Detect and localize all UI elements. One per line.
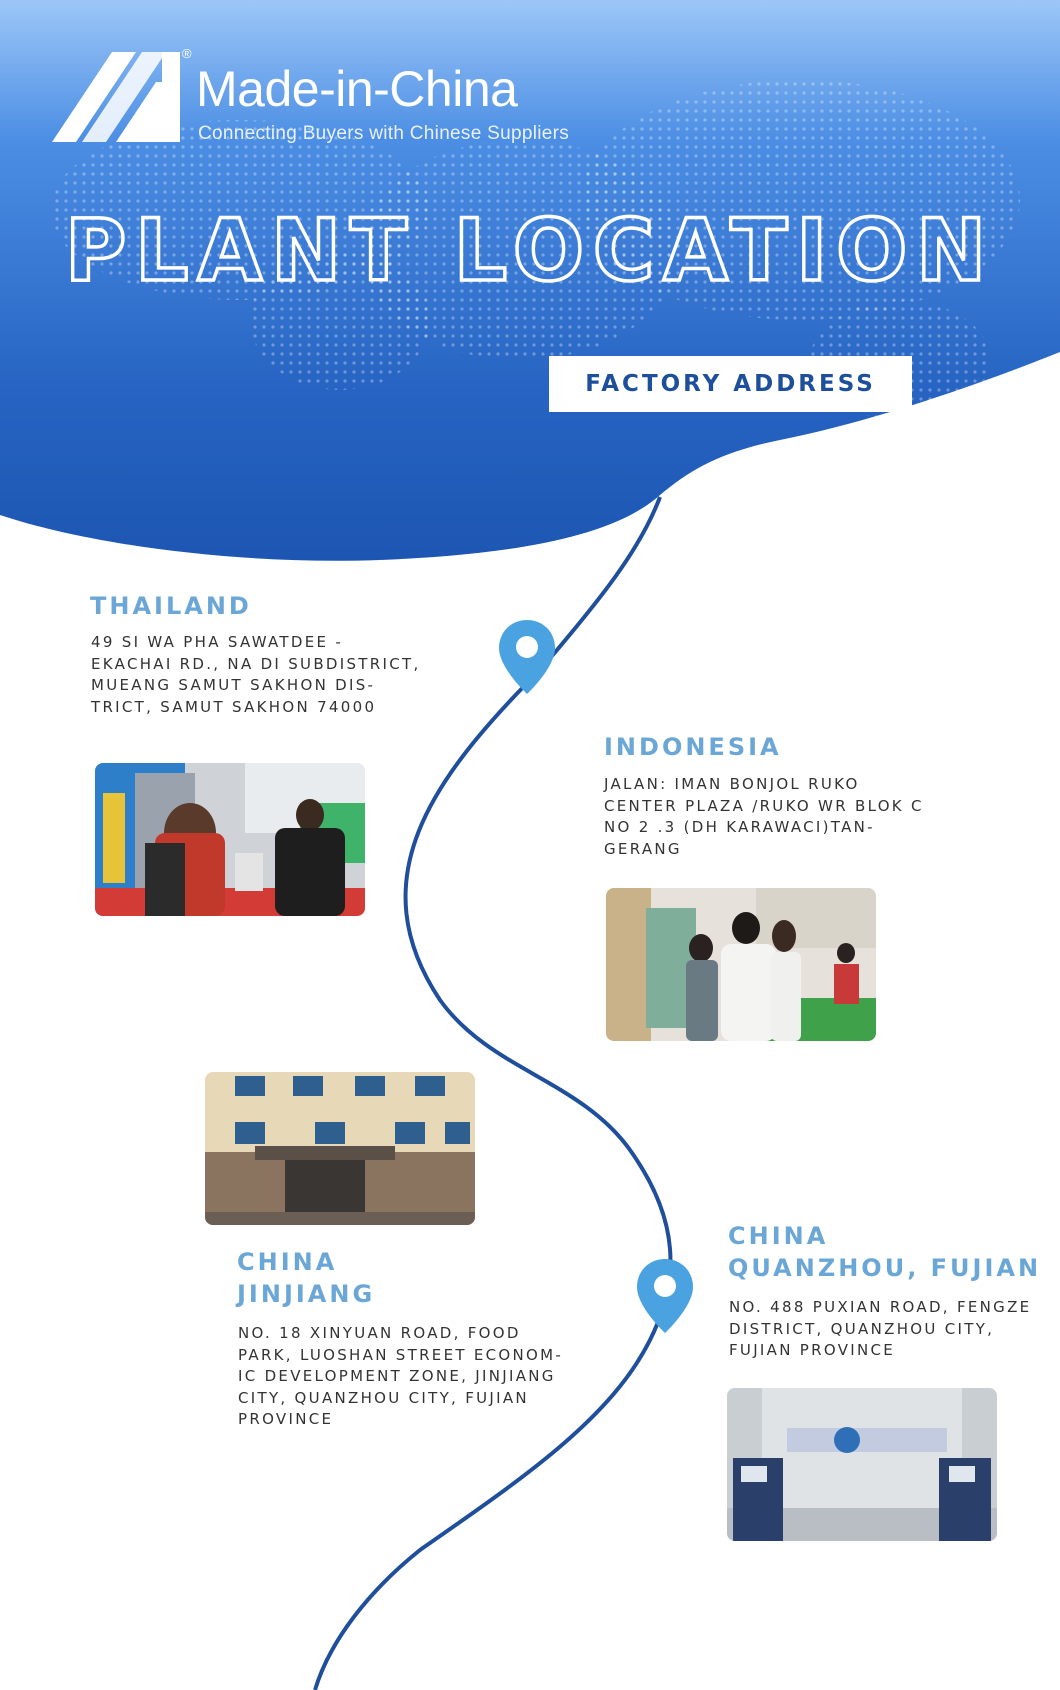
address-line: TRICT, SAMUT SAKHON 74000 — [91, 697, 377, 716]
address-line: NO. 488 PUXIAN ROAD, FENGZE — [729, 1298, 1032, 1316]
location-title-quanzhou: CHINA QUANZHOU, FUJIAN — [728, 1220, 1041, 1284]
title-line: CHINA — [237, 1248, 338, 1276]
location-pin-icon — [499, 620, 555, 694]
address-line: 49 SI WA PHA SAWATDEE - — [91, 633, 344, 651]
quanzhou-office-photo — [727, 1388, 997, 1541]
address-line: CENTER PLAZA /RUKO WR BLOK C — [604, 796, 924, 815]
location-address-jinjiang: NO. 18 XINYUAN ROAD, FOOD PARK, LUOSHAN … — [238, 1323, 563, 1431]
brand-tagline: Connecting Buyers with Chinese Suppliers — [198, 123, 570, 144]
indonesia-exhibition-photo — [606, 888, 876, 1041]
thailand-exhibition-photo — [95, 763, 365, 916]
page-title: PLANT LOCATION — [63, 200, 995, 300]
page-title-text: PLANT LOCATION — [65, 201, 995, 300]
registered-mark: ® — [182, 46, 192, 61]
address-line: CITY, QUANZHOU CITY, FUJIAN — [238, 1388, 529, 1407]
location-title-thailand: THAILAND — [90, 592, 252, 620]
brand-logo[interactable]: ® Made-in-China Connecting Buyers with C… — [52, 46, 592, 146]
location-title-jinjiang: CHINA JINJIANG — [237, 1246, 375, 1310]
location-pin-icon — [637, 1259, 693, 1333]
address-line: NO 2 .3 (DH KARAWACI)TAN- — [604, 818, 875, 836]
address-line: PROVINCE — [238, 1410, 334, 1428]
location-address-thailand: 49 SI WA PHA SAWATDEE - EKACHAI RD., NA … — [91, 632, 421, 718]
address-line: MUEANG SAMUT SAKHON DIS- — [91, 676, 376, 694]
location-title-indonesia: INDONESIA — [604, 733, 782, 761]
address-line: PARK, LUOSHAN STREET ECONOM- — [238, 1345, 564, 1364]
address-line: FUJIAN PROVINCE — [729, 1341, 896, 1359]
title-line: JINJIANG — [237, 1280, 376, 1308]
made-in-china-logo-icon — [52, 52, 180, 142]
location-address-indonesia: JALAN: IMAN BONJOL RUKO CENTER PLAZA /RU… — [604, 774, 924, 860]
jinjiang-factory-building-photo — [205, 1072, 475, 1225]
address-line: IC DEVELOPMENT ZONE, JINJIANG — [238, 1367, 556, 1385]
title-line: QUANZHOU, FUJIAN — [728, 1254, 1042, 1282]
address-line: DISTRICT, QUANZHOU CITY, — [729, 1319, 995, 1338]
factory-address-badge: FACTORY ADDRESS — [549, 356, 912, 412]
brand-name: Made-in-China — [196, 61, 518, 117]
world-map-dots — [50, 80, 1020, 420]
address-line: GERANG — [604, 839, 682, 858]
address-line: NO. 18 XINYUAN ROAD, FOOD — [238, 1324, 521, 1342]
factory-address-label: FACTORY ADDRESS — [585, 371, 876, 397]
location-address-quanzhou: NO. 488 PUXIAN ROAD, FENGZE DISTRICT, QU… — [729, 1297, 1031, 1362]
address-line: JALAN: IMAN BONJOL RUKO — [604, 775, 860, 793]
title-line: CHINA — [728, 1222, 829, 1250]
address-line: EKACHAI RD., NA DI SUBDISTRICT, — [91, 654, 421, 673]
